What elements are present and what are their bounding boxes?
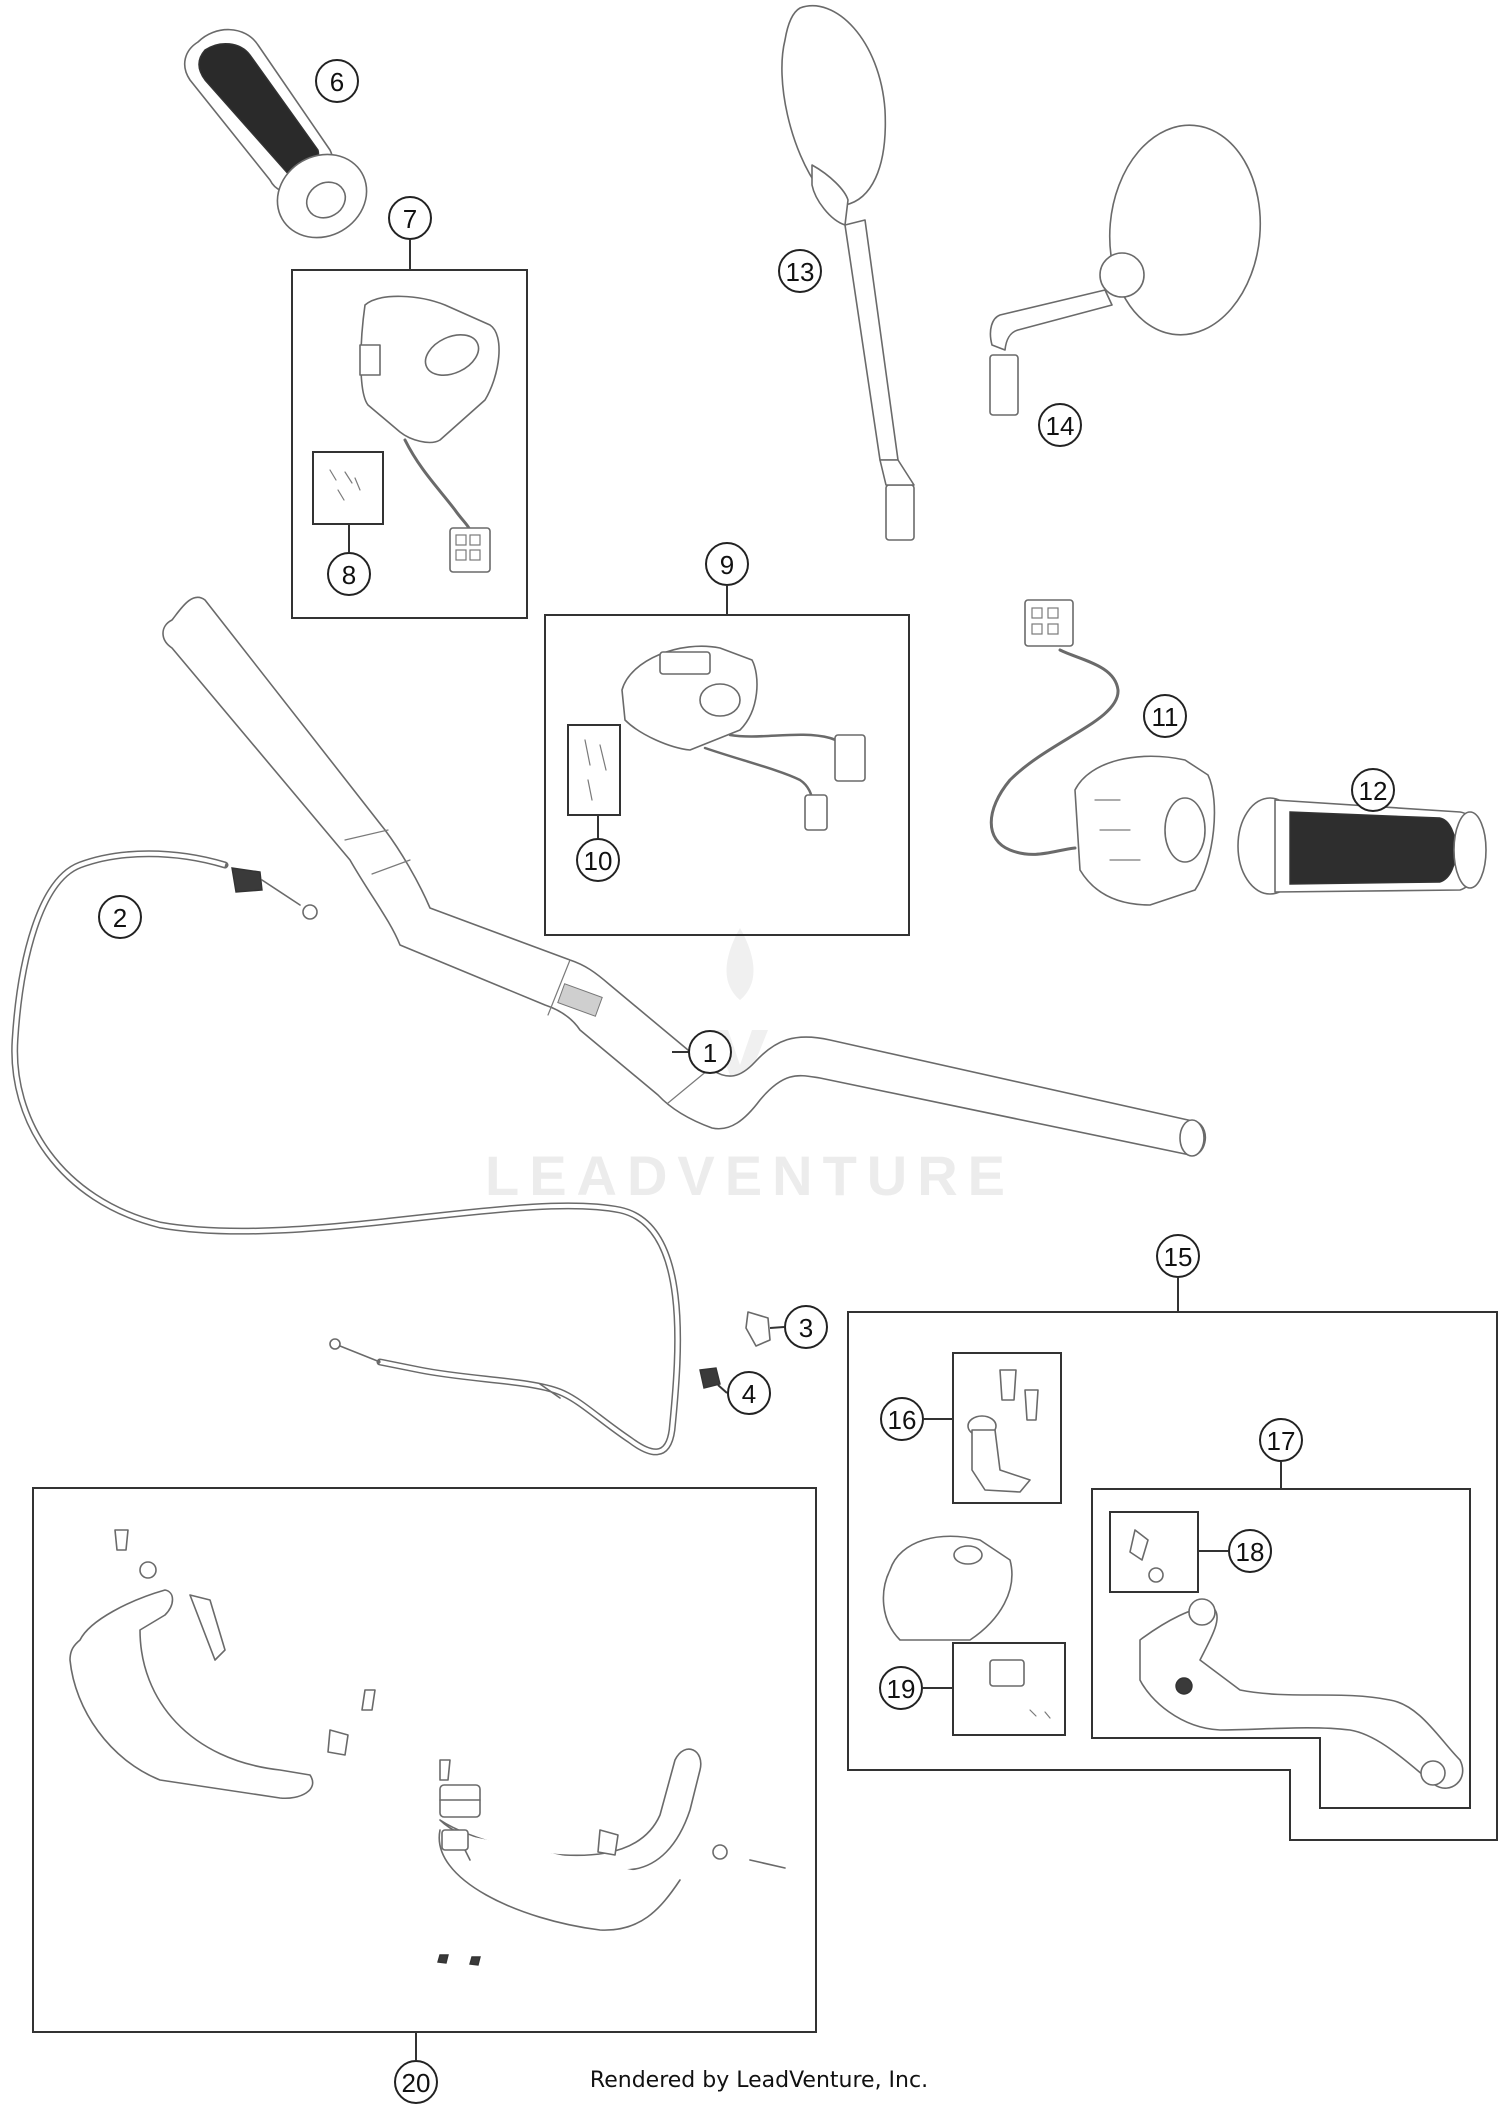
right-mirror-part — [989, 124, 1262, 416]
right-combination-switch-part — [989, 599, 1216, 906]
callout-10: 10 — [576, 838, 620, 882]
callout-circle — [778, 249, 822, 293]
callout-circle — [727, 1371, 771, 1415]
callout-15: 15 — [1156, 1234, 1200, 1278]
callout-circle — [879, 1666, 923, 1710]
callout-circle — [315, 59, 359, 103]
callout-circle — [1143, 694, 1187, 738]
callout-number: 18 — [1236, 1537, 1265, 1567]
callout-number: 17 — [1267, 1426, 1296, 1456]
watermark-text: LEADVENTURE — [485, 1144, 1015, 1207]
callout-number: 2 — [113, 903, 127, 933]
left-grip-part — [183, 28, 368, 239]
callout-number: 19 — [887, 1674, 916, 1704]
callout-6: 6 — [315, 59, 359, 103]
rendered-by-credit: Rendered by LeadVenture, Inc. — [590, 2068, 928, 2093]
callout-8: 8 — [327, 552, 371, 596]
callout-number: 1 — [703, 1038, 717, 1068]
callout-circle — [688, 1030, 732, 1074]
box-group-8 — [312, 451, 384, 525]
callout-20: 20 — [394, 2060, 438, 2104]
callout-12: 12 — [1351, 768, 1395, 812]
callout-18: 18 — [1228, 1529, 1272, 1573]
callout-circle — [98, 895, 142, 939]
box-group-20 — [32, 1487, 817, 2033]
callout-3: 3 — [784, 1305, 828, 1349]
callout-14: 14 — [1038, 403, 1082, 447]
box-group-17 — [1091, 1488, 1471, 1809]
right-grip-part — [1237, 797, 1487, 895]
callout-7: 7 — [388, 196, 432, 240]
callout-1: 1 — [688, 1030, 732, 1074]
callout-number: 10 — [584, 846, 613, 876]
callout-number: 16 — [888, 1405, 917, 1435]
leader-lines — [348, 240, 1282, 2060]
callout-17: 17 — [1259, 1418, 1303, 1462]
callout-9: 9 — [705, 542, 749, 586]
adjuster-part-3 — [745, 1311, 771, 1347]
callout-13: 13 — [778, 249, 822, 293]
callout-number: 13 — [786, 257, 815, 287]
callout-number: 3 — [799, 1313, 813, 1343]
callout-circle — [705, 542, 749, 586]
callout-number: 6 — [330, 67, 344, 97]
throttle-cable-part — [11, 850, 682, 1456]
callout-circle — [394, 2060, 438, 2104]
callout-11: 11 — [1143, 694, 1187, 738]
callout-circle — [784, 1305, 828, 1349]
callout-number: 8 — [342, 560, 356, 590]
box-group-19 — [952, 1642, 1066, 1736]
handguard-parts — [69, 1529, 786, 1966]
callout-number: 20 — [402, 2068, 431, 2098]
box-group-10 — [567, 724, 621, 816]
callout-circle — [576, 838, 620, 882]
box-group-16 — [952, 1352, 1062, 1504]
box-group-15 — [847, 1311, 1498, 1841]
nut-part-4 — [699, 1367, 721, 1389]
callout-circle — [327, 552, 371, 596]
callout-circle — [1259, 1418, 1303, 1462]
callout-number: 12 — [1359, 776, 1388, 806]
callout-circle — [1156, 1234, 1200, 1278]
callout-number: 11 — [1152, 702, 1179, 732]
callout-number: 4 — [742, 1379, 756, 1409]
callout-circle — [1038, 403, 1082, 447]
callout-number: 15 — [1164, 1242, 1193, 1272]
callout-circle — [388, 196, 432, 240]
callout-circle — [880, 1397, 924, 1441]
callout-number: 7 — [403, 204, 417, 234]
left-switch-part — [329, 295, 500, 573]
callout-number: 14 — [1046, 411, 1075, 441]
left-mirror-part — [781, 5, 915, 541]
callout-16: 16 — [880, 1397, 924, 1441]
clutch-master-parts — [882, 1369, 1464, 1789]
right-switch-part — [584, 645, 866, 831]
callout-number: 9 — [720, 550, 734, 580]
callout-circle — [1351, 768, 1395, 812]
handlebar-part — [162, 596, 1207, 1157]
callout-4: 4 — [727, 1371, 771, 1415]
callout-19: 19 — [879, 1666, 923, 1710]
callout-2: 2 — [98, 895, 142, 939]
callout-circle — [1228, 1529, 1272, 1573]
